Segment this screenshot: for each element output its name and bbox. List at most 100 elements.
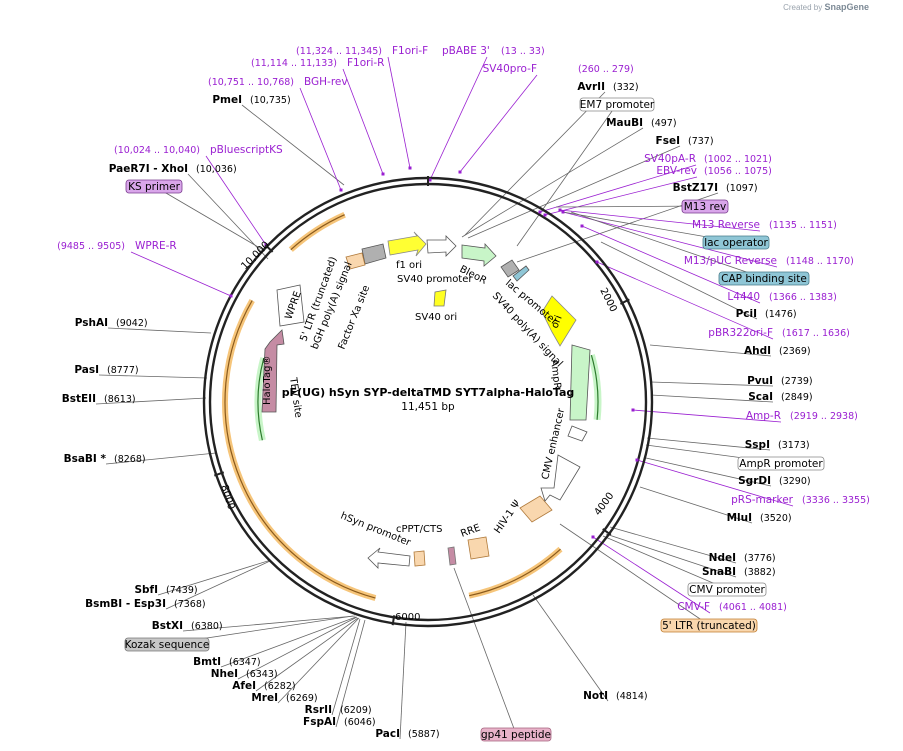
bstxi-site-label: BstXI xyxy=(152,620,183,632)
tick-label-6000: 6000 xyxy=(395,612,420,623)
bsmbi-esp3i-leader xyxy=(165,560,271,610)
f1ori-r-primer-mark xyxy=(381,172,385,176)
avrii-site-position: (332) xyxy=(613,82,639,93)
gp41-peptide-feature-label: gp41 peptide xyxy=(481,729,551,741)
amp-r-primer-label: Amp-R xyxy=(746,410,781,422)
f1ori-r-primer-leader xyxy=(342,68,384,175)
bgh-rev-primer-label: BGH-rev xyxy=(304,76,348,88)
cap-binding-site-leader xyxy=(570,211,765,279)
amp-r-primer-mark xyxy=(631,408,635,412)
l4440-primer-label: L4440 xyxy=(727,291,760,303)
sv40pro-f-primer-range: (260 .. 279) xyxy=(578,64,634,75)
rsrii-site-label: RsrII xyxy=(305,704,332,716)
snapgene-logo-text: SnapGene xyxy=(824,2,869,12)
bstz17i-site-label: BstZ17I xyxy=(673,182,718,194)
pbr322ori-f-primer-leader xyxy=(596,261,774,340)
bgh-rev-primer-range: (10,751 .. 10,768) xyxy=(208,77,294,88)
bgh-rev-primer-leader xyxy=(299,87,342,191)
ndei-leader xyxy=(609,526,737,564)
cmv-promoter-feature-box[interactable] xyxy=(687,582,767,597)
em7-promoter-leader xyxy=(516,103,618,247)
bstxi-leader xyxy=(182,615,356,632)
em7-promoter-feature-box[interactable] xyxy=(579,97,655,112)
bmti-site-position: (6347) xyxy=(229,657,261,668)
ebv-rev-primer-label: EBV-rev xyxy=(656,165,697,177)
sbfi-leader xyxy=(157,559,272,596)
ks-primer-feature-box[interactable] xyxy=(125,179,183,194)
halotag-green-arc-core xyxy=(257,357,265,441)
pbabe-3-primer-range: (13 .. 33) xyxy=(501,46,545,57)
pbr322ori-f-primer-range: (1617 .. 1636) xyxy=(782,328,850,339)
f1ori-f-primer-leader xyxy=(387,56,411,169)
cmv-f-primer-leader xyxy=(592,536,711,614)
ahdi-site-position: (2369) xyxy=(779,346,811,357)
f1ori-r-primer-range: (11,114 .. 11,133) xyxy=(251,58,337,69)
tick-6000 xyxy=(391,615,396,626)
ks-primer-leader xyxy=(153,185,266,252)
kozak-sequence-feature-label: Kozak sequence xyxy=(125,639,210,651)
ahdi-site-label: AhdI xyxy=(744,345,771,357)
cmv-enhancer-arrow xyxy=(540,454,581,502)
hiv-1-feature-label: HIV-1 Ψ xyxy=(492,498,523,535)
l4440-primer-mark xyxy=(580,224,584,228)
ebv-rev-primer-range: (1056 .. 1075) xyxy=(704,166,772,177)
pvui-site-label: PvuI xyxy=(747,375,773,387)
sv40pro-f-primer-leader xyxy=(459,74,538,173)
cppt-cts-feature-label: cPPT/CTS xyxy=(396,524,442,535)
ampr-feature-label: AmpR xyxy=(548,359,563,390)
sv40-polya-block xyxy=(500,259,520,278)
wpre-block xyxy=(276,284,305,327)
sgrdi-site-label: SgrDI xyxy=(738,475,771,487)
gp41-peptide-feature-box[interactable] xyxy=(480,727,552,742)
m13-rev-feature-label: M13 rev xyxy=(684,201,727,213)
m13-rev-feature-box[interactable] xyxy=(681,199,729,214)
sv40-promoter-arrow xyxy=(426,235,457,257)
sv40pa-r-primer-mark xyxy=(538,210,542,214)
m13-puc-reverse-primer-mark xyxy=(561,210,565,214)
5-ltr-truncated-feature-box[interactable] xyxy=(660,618,758,633)
maubi-leader xyxy=(461,127,644,238)
syp-orange-arc-core xyxy=(224,300,376,599)
kozak-sequence-feature-box[interactable] xyxy=(124,637,210,652)
halotag-arrow xyxy=(261,329,285,413)
mlui-leader xyxy=(639,486,753,524)
ori-arrow xyxy=(541,295,577,347)
sv40-ori-block xyxy=(433,289,447,307)
pmei-leader xyxy=(241,104,345,186)
sspi-leader xyxy=(646,437,771,451)
bsteii-leader xyxy=(95,397,207,405)
sv40pa-r-primer-leader xyxy=(539,164,697,213)
pcii-site-position: (1476) xyxy=(765,309,797,320)
sv40pro-f-primer-label: SV40pro-F xyxy=(483,63,537,75)
cap-binding-site-feature-box[interactable] xyxy=(718,271,810,286)
fsei-site-position: (737) xyxy=(688,136,714,147)
sgrdi-leader xyxy=(645,457,772,487)
paci-site-label: PacI xyxy=(375,728,400,740)
ahdi-leader xyxy=(649,344,772,357)
sbfi-site-label: SbfI xyxy=(134,584,158,596)
wpre-r-primer-mark xyxy=(229,294,233,298)
cap-binding-site-feature-label: CAP binding site xyxy=(721,273,807,285)
prs-marker-primer-leader xyxy=(636,459,794,507)
ampr-green-arc-core xyxy=(590,354,599,420)
pbabe-3-primer-mark xyxy=(428,178,432,182)
cmv-f-primer-mark xyxy=(591,535,595,539)
bsteii-site-label: BstEII xyxy=(62,393,96,405)
gp41-block xyxy=(447,546,457,566)
fsei-leader xyxy=(467,145,681,239)
bstz17i-site-position: (1097) xyxy=(726,183,758,194)
sbfi-site-position: (7439) xyxy=(166,585,198,596)
cmv-f-primer-range: (4061 .. 4081) xyxy=(719,602,787,613)
psi-block xyxy=(519,495,553,523)
fsei-site-label: FseI xyxy=(656,135,680,147)
m13-puc-reverse-primer-range: (1148 .. 1170) xyxy=(786,256,854,267)
ampr-promoter-feature-box[interactable] xyxy=(737,456,825,471)
lac-operator-feature-box[interactable] xyxy=(702,235,770,250)
bstxi-site-position: (6380) xyxy=(191,621,223,632)
mrei-leader xyxy=(277,617,360,704)
f1ori-f-primer-range: (11,324 .. 11,345) xyxy=(296,46,382,57)
f1ori-f-primer-label: F1ori-F xyxy=(392,45,428,57)
pbr322ori-f-primer-mark xyxy=(595,260,599,264)
pshai-site-label: PshAI xyxy=(75,317,108,329)
nhei-site-position: (6343) xyxy=(246,669,278,680)
